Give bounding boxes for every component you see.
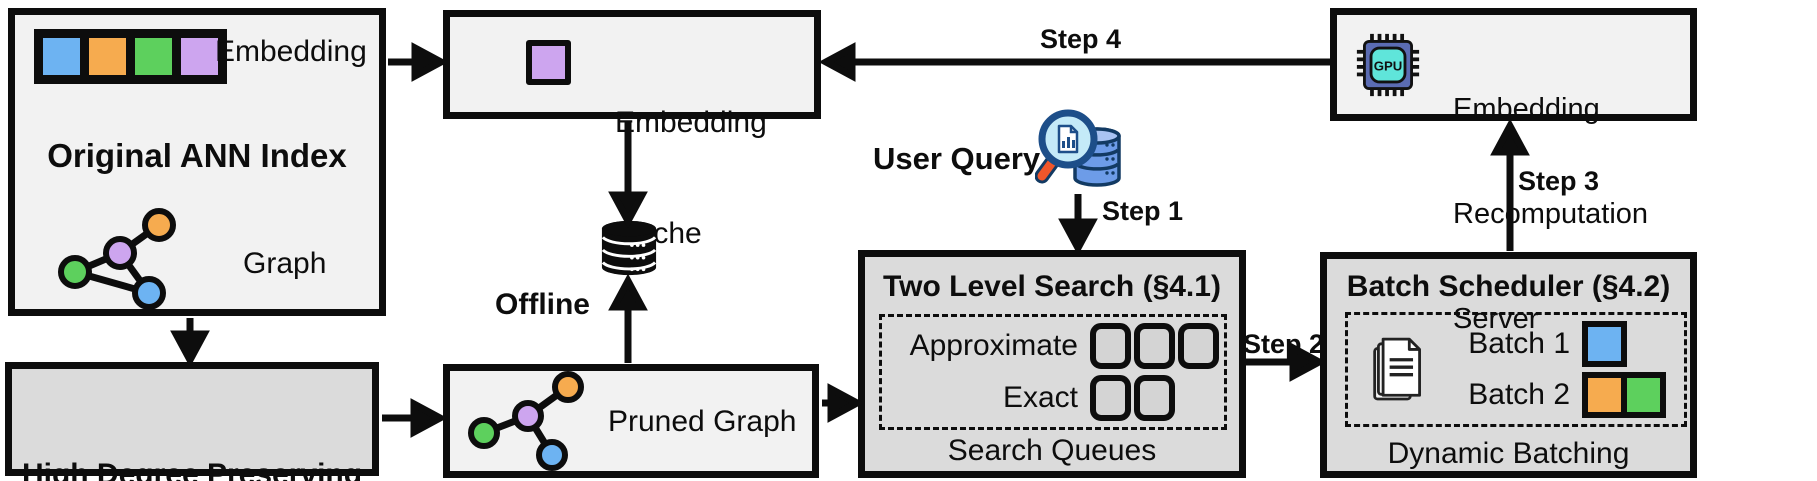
exact-label: Exact [1002, 381, 1078, 414]
recomputation-server-line3: Server [1453, 303, 1539, 335]
search-queues-panel: Approximate Exact [879, 314, 1227, 430]
queue-slot [1090, 323, 1131, 369]
batch-item-blue [1582, 320, 1627, 367]
documents-icon [1373, 337, 1421, 401]
embedding-vector-icon [34, 29, 227, 84]
batch-2-label: Batch 2 [1468, 378, 1570, 412]
dynamic-batching-label: Dynamic Batching [1387, 437, 1630, 470]
recomputation-server-line2: Recomputation [1453, 198, 1649, 230]
arrow-ann-to-pruning [170, 318, 210, 368]
pruned-graph-icon [468, 371, 584, 471]
graph-label: Graph [243, 247, 327, 280]
step-3-label: Step 3 [1518, 166, 1600, 196]
original-ann-index-title: Original ANN Index [47, 137, 347, 174]
exact-queue-slots [1090, 375, 1175, 421]
magnifier-database-icon [1035, 109, 1121, 187]
step-1-label: Step 1 [1102, 196, 1184, 226]
search-queues-label: Search Queues [947, 434, 1157, 467]
batch-1-row: Batch 1 [1458, 320, 1666, 367]
arrow-ann-to-cache [388, 42, 449, 82]
offline-storage-line1: Offline [495, 288, 590, 321]
queue-slot [1134, 323, 1175, 369]
embedding-cell-green [130, 33, 177, 80]
batch-1-items [1582, 320, 1627, 367]
recomputation-server-line1: Embedding [1453, 93, 1600, 125]
graph-pruning-title: High Degree Preserving Graph Pruning (§5… [12, 380, 372, 481]
recomputation-server-title: Embedding Recomputation Server [1453, 22, 1648, 407]
pruned-graph-box: Pruned Graph [443, 364, 819, 478]
embedding-label: Embedding [215, 35, 367, 68]
original-ann-index-box: Embedding Original ANN Index Graph [8, 8, 386, 316]
step-4-label: Step 4 [1039, 24, 1122, 54]
batch-2-row: Batch 2 [1458, 372, 1666, 419]
user-query-label: User Query [873, 141, 1041, 176]
embedding-cache-box: Embedding Cache [443, 10, 821, 250]
two-level-search-title: Two Level Search (§4.1) [883, 270, 1221, 303]
step-2-label: Step 2 [1243, 329, 1325, 359]
batch-scheduler-title: Batch Scheduler (§4.2) [1346, 270, 1671, 303]
embedding-cell-purple [176, 33, 223, 80]
dynamic-batching-panel: Batch 1 Batch 2 [1345, 312, 1687, 427]
database-icon [601, 220, 657, 276]
queue-slot [1134, 375, 1175, 421]
recomputation-server-box: GPU Embedding Recomputation Server [1330, 8, 1697, 335]
embedding-cache-line1: Embedding [615, 106, 767, 139]
batch-1-label: Batch 1 [1468, 326, 1570, 360]
graph-pruning-line1: High Degree Preserving [21, 458, 363, 481]
gpu-chip-icon: GPU [1356, 33, 1420, 97]
graph-pruning-box: High Degree Preserving Graph Pruning (§5… [5, 362, 379, 481]
queue-slot [1090, 375, 1131, 421]
embedding-cell-blue [38, 33, 85, 80]
batch-2-items [1582, 372, 1666, 419]
batch-scheduler-box: Batch Scheduler (§4.2) Batch 1 [1320, 252, 1697, 478]
two-level-search-box: Two Level Search (§4.1) Approximate Exac… [858, 250, 1246, 478]
embedding-cell-orange [84, 33, 131, 80]
batch-rows: Batch 1 Batch 2 [1458, 315, 1666, 424]
pruned-graph-label: Pruned Graph [608, 405, 797, 438]
exact-queue-row: Exact [882, 375, 1224, 421]
arrow-step-1 [1058, 194, 1098, 256]
arrow-pruning-to-pruned-graph [382, 398, 448, 438]
gpu-chip-label: GPU [1374, 59, 1403, 74]
approximate-queue-slots [1090, 323, 1219, 369]
embedding-square-icon [526, 40, 571, 85]
batch-item-green [1621, 372, 1666, 419]
approximate-queue-row: Approximate [882, 323, 1224, 369]
approximate-label: Approximate [909, 329, 1078, 362]
queue-slot [1178, 323, 1219, 369]
original-graph-icon [58, 208, 176, 310]
embedding-cache-title: Embedding Cache [615, 30, 767, 326]
arrow-pruned-graph-to-search [822, 383, 865, 423]
